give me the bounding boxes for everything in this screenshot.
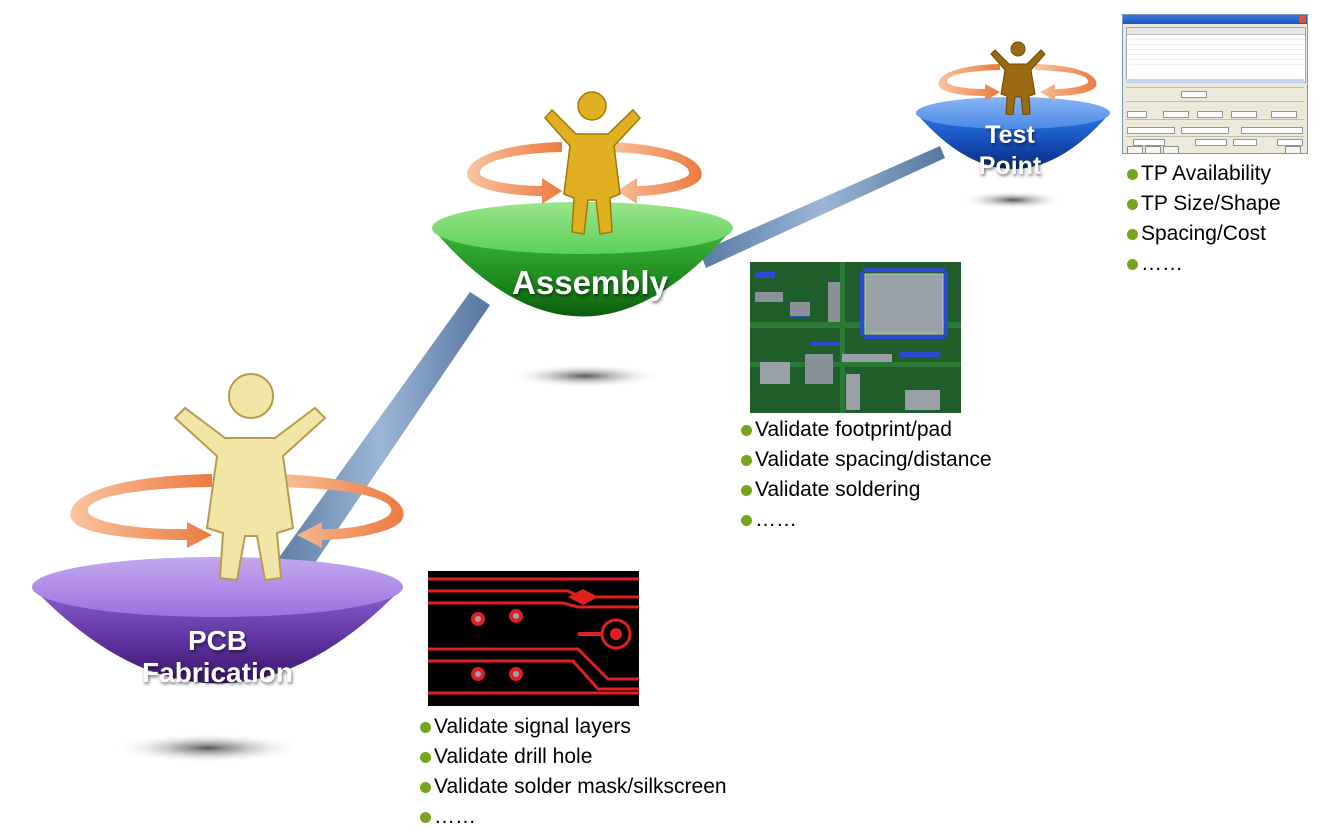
fabrication-label: PCB Fabrication (100, 625, 335, 689)
assembly-bullet-list: Validate footprint/pad Validate spacing/… (741, 415, 992, 535)
fabrication-bowl (32, 557, 403, 684)
list-item: Validate solder mask/silkscreen (420, 772, 727, 802)
test-stage: Test Point (0, 0, 1308, 275)
dialog-grid (1126, 27, 1306, 83)
bullet-dot-icon (1127, 228, 1138, 240)
list-item: …… (741, 505, 992, 535)
rotation-arrows-icon (938, 64, 1097, 101)
list-item: Validate soldering (741, 475, 992, 505)
assembly-shadow (509, 364, 661, 388)
bullet-text: …… (1141, 252, 1183, 275)
test-shadow (961, 191, 1065, 209)
fabrication-label-line1: PCB (187, 625, 248, 656)
close-icon (1299, 16, 1306, 23)
bullet-dot-icon (420, 781, 431, 793)
assembly-board-image (750, 262, 961, 413)
rod-assembly-to-test (700, 146, 945, 268)
bullet-text: …… (755, 508, 797, 531)
bullet-text: Spacing/Cost (1141, 222, 1266, 245)
fabrication-shadow (113, 733, 303, 763)
person-cheering-icon (990, 41, 1046, 115)
list-item: …… (420, 802, 727, 832)
bullet-dot-icon (420, 811, 431, 823)
list-item: TP Size/Shape (1127, 189, 1281, 219)
test-point-dialog-image (1122, 14, 1308, 154)
dialog-titlebar (1123, 15, 1307, 24)
person-cheering-icon (173, 373, 327, 582)
bullet-text: Validate signal layers (434, 715, 631, 738)
signal-layer-image (428, 571, 639, 706)
bullet-dot-icon (420, 721, 431, 733)
bullet-text: Validate spacing/distance (755, 448, 992, 471)
bullet-text: Validate drill hole (434, 745, 593, 768)
bullet-text: …… (434, 805, 476, 828)
list-item: …… (1127, 249, 1281, 279)
bullet-dot-icon (1127, 258, 1138, 270)
bullet-text: TP Size/Shape (1141, 192, 1281, 215)
test-label-line1: Test (985, 121, 1035, 149)
bullet-dot-icon (741, 454, 752, 466)
list-item: Validate footprint/pad (741, 415, 992, 445)
list-item: Validate signal layers (420, 712, 727, 742)
list-item: Spacing/Cost (1127, 219, 1281, 249)
assembly-stage: Assembly (0, 0, 992, 531)
list-item: Validate spacing/distance (741, 445, 992, 475)
test-bullet-list: TP Availability TP Size/Shape Spacing/Co… (1127, 159, 1281, 279)
bullet-dot-icon (1127, 168, 1138, 180)
rotation-arrows-icon (70, 474, 404, 548)
fabrication-label-line2: Fabrication (142, 657, 293, 689)
bullet-dot-icon (420, 751, 431, 763)
bullet-text: TP Availability (1141, 162, 1271, 185)
bullet-dot-icon (1127, 198, 1138, 210)
fabrication-bullet-list: Validate signal layers Validate drill ho… (420, 712, 727, 832)
assembly-label: Assembly (512, 264, 668, 301)
bullet-dot-icon (741, 424, 752, 436)
list-item: Validate drill hole (420, 742, 727, 772)
dialog-scrollbar (1126, 79, 1304, 83)
list-item: TP Availability (1127, 159, 1281, 189)
bullet-dot-icon (741, 514, 752, 526)
bullet-dot-icon (741, 484, 752, 496)
bullet-text: Validate footprint/pad (755, 418, 952, 441)
test-label: Test Point (940, 120, 1080, 183)
fabrication-stage: PCB Fabrication (0, 0, 727, 828)
test-label-line2: Point (978, 152, 1042, 181)
bullet-text: Validate soldering (755, 478, 921, 501)
bullet-text: Validate solder mask/silkscreen (434, 775, 727, 798)
rod-fab-to-assembly (270, 292, 490, 585)
person-cheering-icon (543, 91, 642, 235)
rotation-arrows-icon (467, 142, 702, 204)
